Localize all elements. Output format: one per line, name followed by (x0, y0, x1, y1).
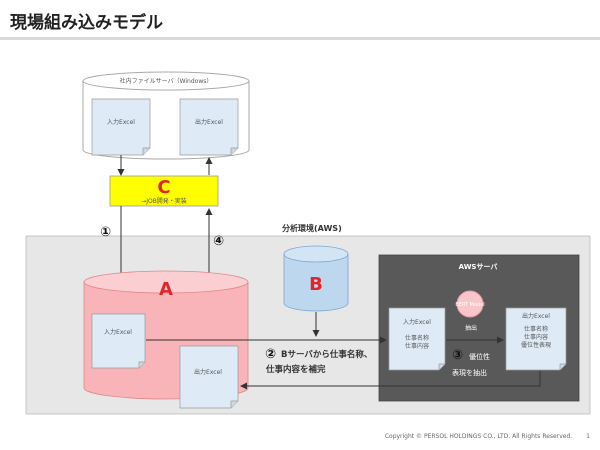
database-b-cylinder (283, 245, 349, 312)
step-2-line2: 仕事内容を補完 (265, 364, 326, 375)
aws-output-excel (505, 307, 567, 371)
aws-input-title: 入力Excel (403, 318, 431, 326)
aws-input-line1: 仕事名称 (405, 334, 429, 342)
file-server-input-label: 入力Excel (107, 118, 135, 126)
step-2-line1: Bサーバから仕事名称、 (281, 349, 372, 360)
job-letter: C (157, 177, 170, 198)
database-a-output-label: 出力Excel (194, 368, 222, 376)
aws-input-line2: 仕事内容 (405, 342, 429, 350)
step-3-line2: 表現を抽出 (452, 368, 487, 377)
copyright-text: Copyright © PERSOL HOLDINGS CO., LTD. Al… (384, 433, 573, 440)
analysis-environment-label: 分析環境(AWS) (282, 223, 342, 233)
database-b-letter: B (309, 274, 323, 295)
aws-output-title: 出力Excel (522, 312, 550, 320)
aws-output-line2: 仕事内容 (524, 333, 548, 341)
step-1-marker: ① (100, 225, 111, 240)
step-2-marker: ② (265, 347, 276, 362)
bert-model-circle (456, 290, 484, 318)
bert-extract-label: 抽出 (465, 324, 477, 332)
database-a-letter: A (159, 279, 173, 300)
step-3-line1: 優位性 (469, 352, 490, 361)
database-a-input-excel (91, 313, 146, 369)
page-number: 1 (586, 433, 590, 440)
step-3-marker: ③ (452, 348, 463, 363)
aws-output-line1: 仕事名称 (524, 325, 548, 333)
job-label: →JOB開発・実装 (141, 197, 187, 205)
file-server-label: 社内ファイルサーバ（Windows） (120, 77, 213, 85)
step-4-marker: ④ (213, 234, 224, 249)
arrow-aws-to-a-output (240, 371, 541, 390)
file-server-input-excel (91, 98, 151, 156)
bert-model-label: BERT Model (455, 302, 484, 308)
file-server-output-excel (179, 98, 239, 156)
aws-server-label: AWSサーバ (459, 263, 498, 271)
title-divider (0, 37, 600, 40)
aws-input-excel (388, 307, 446, 371)
aws-output-line3: 優位性表現 (521, 341, 551, 349)
job-box (109, 175, 219, 207)
page-title: 現場組み込みモデル (10, 13, 163, 33)
footer: Copyright © PERSOL HOLDINGS CO., LTD. Al… (385, 433, 590, 440)
database-a-output-excel (179, 345, 239, 409)
file-server-output-label: 出力Excel (195, 118, 223, 126)
database-a-input-label: 入力Excel (104, 328, 132, 336)
